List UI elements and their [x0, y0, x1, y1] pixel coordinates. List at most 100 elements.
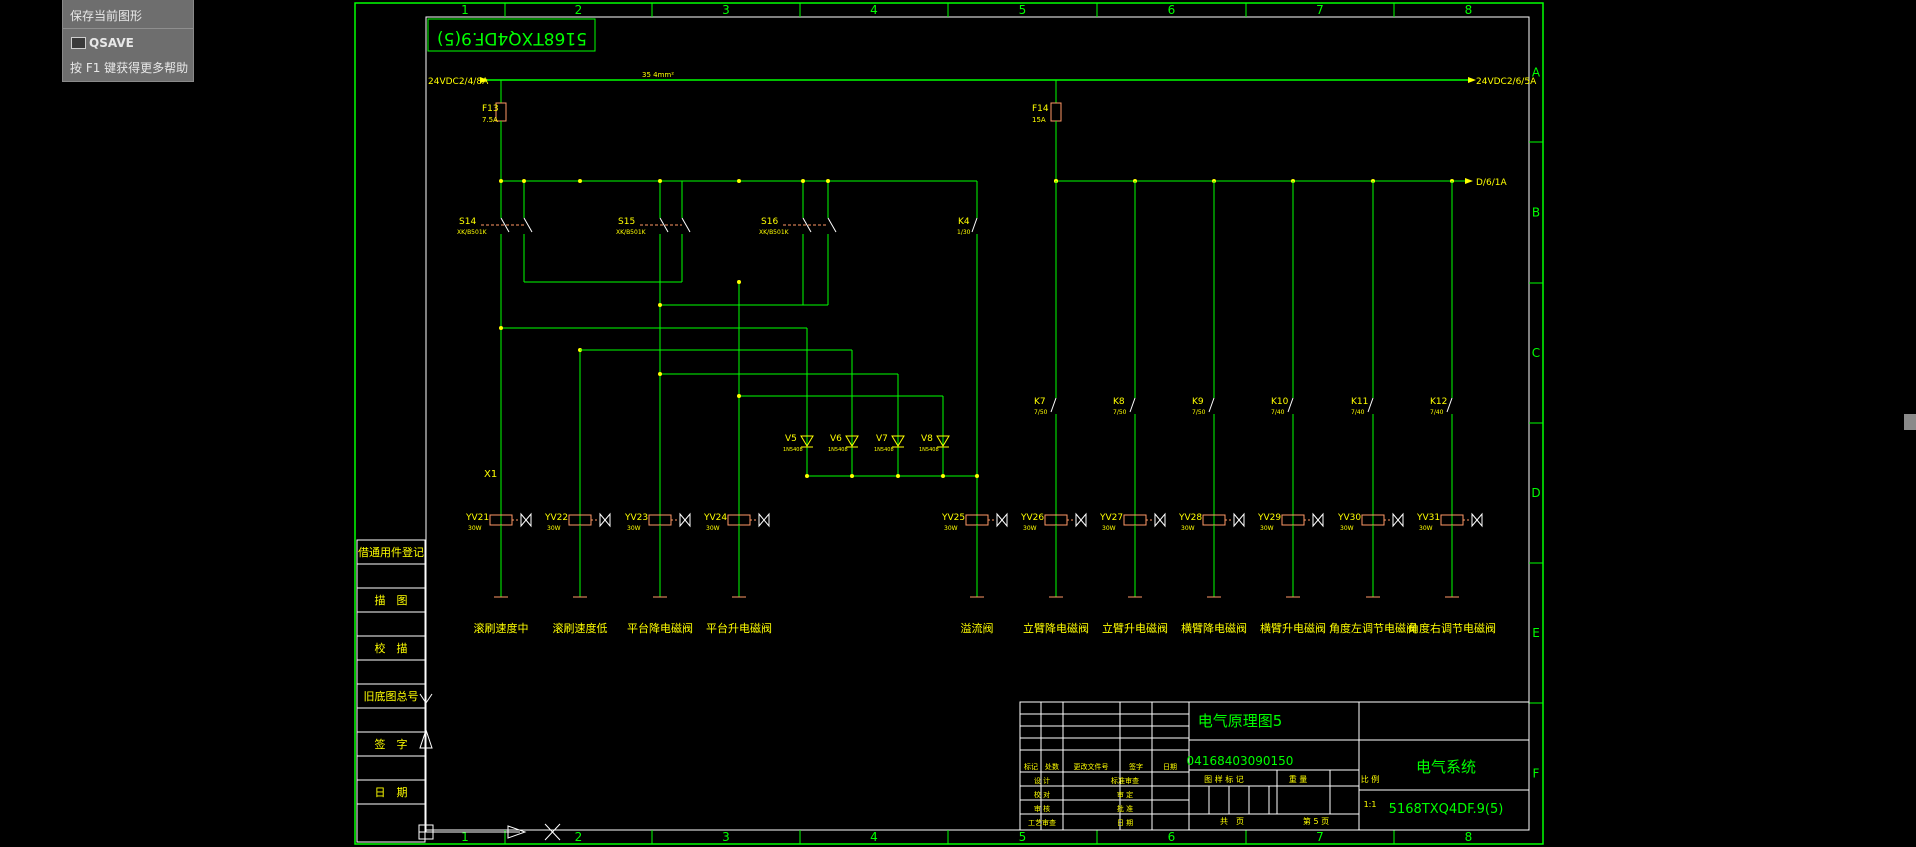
junction [975, 474, 979, 478]
relay-code: 7/40 [1430, 409, 1444, 416]
diode-code: 1N5408 [874, 447, 894, 453]
title-block-header: 更改文件号 [1074, 762, 1109, 771]
valve-icon [1312, 512, 1324, 528]
ucs-icon [418, 693, 561, 841]
relay-contact [1367, 397, 1374, 413]
svg-text:15A: 15A [1032, 116, 1046, 124]
title-block: 电气原理图5 04168403090150 电气系统 5168TXQ4DF.9(… [1019, 701, 1530, 831]
junction [658, 303, 662, 307]
title-block-role: 标准审查 [1111, 776, 1139, 785]
junction [499, 326, 503, 330]
valve-icon [1233, 512, 1245, 528]
relay-contact [1129, 397, 1136, 413]
junction [499, 179, 503, 183]
switch-contact [523, 217, 533, 233]
title-stamp: 5168TXQ4DF.9(5) [437, 28, 587, 48]
title-block-role: 审 核 [1034, 804, 1050, 813]
junction [658, 372, 662, 376]
ratio-label: 比 例 [1361, 774, 1380, 784]
bus-right-label: 24VDC2/6/5A [1476, 77, 1537, 87]
svg-text:7.5A: 7.5A [482, 116, 498, 124]
valve-label: YV21 [465, 513, 489, 523]
terminal-x1-label: X1 [484, 469, 497, 480]
stage-label: 图 样 标 记 [1204, 774, 1244, 784]
relay-contact [1050, 397, 1057, 413]
valve-description: 平台降电磁阀 [627, 621, 693, 635]
diode-code: 1N5408 [919, 447, 939, 453]
relay-code: 7/40 [1271, 409, 1285, 416]
valve-label: YV30 [1337, 513, 1361, 523]
junction [658, 179, 662, 183]
row-letter: C [1532, 346, 1540, 360]
row-letter: D [1531, 486, 1540, 500]
svg-text:K4: K4 [958, 217, 970, 227]
valve-power: 30W [1181, 525, 1195, 532]
relay-contact [1208, 397, 1215, 413]
title-block-header: 处数 [1045, 762, 1059, 771]
valve-label: YV28 [1178, 513, 1202, 523]
switch-contact [681, 217, 691, 233]
valve-power: 30W [1260, 525, 1274, 532]
left-panel-label: 描 图 [375, 593, 408, 607]
diode-label: V6 [830, 434, 842, 444]
valve-power: 30W [627, 525, 641, 532]
valve-icon [1392, 512, 1404, 528]
valve-description: 角度右调节电磁阀 [1408, 621, 1496, 635]
column-number-top: 6 [1168, 3, 1176, 17]
valve-description: 角度左调节电磁阀 [1329, 621, 1417, 635]
diode-code: 1N5408 [828, 447, 848, 453]
junction [737, 179, 741, 183]
relay-k4: K4 1/30 [957, 181, 978, 476]
fuse-f13: F13 7.5A [482, 80, 507, 181]
column-number-bottom: 8 [1465, 830, 1473, 844]
column-number-top: 3 [722, 3, 730, 17]
title-block-role: 审 定 [1117, 790, 1133, 799]
relay-label: K11 [1351, 397, 1368, 407]
valve-icon [1471, 512, 1483, 528]
title-block-header: 日期 [1163, 763, 1177, 771]
diode-label: V7 [876, 434, 888, 444]
svg-text:F13: F13 [482, 104, 499, 114]
relay-label: K9 [1192, 397, 1204, 407]
column-number-top: 1 [461, 3, 469, 17]
scale-value: 1:1 [1364, 800, 1377, 809]
diode-code: 1N5408 [783, 447, 803, 453]
valve-power: 30W [547, 525, 561, 532]
column-number-bottom: 2 [575, 830, 583, 844]
switch-label: S16 [761, 217, 778, 227]
left-panel-label: 日 期 [375, 786, 408, 799]
column-number-bottom: 6 [1168, 830, 1176, 844]
relay-code: 7/50 [1192, 409, 1206, 416]
bus-left-label: 24VDC2/4/8A [428, 77, 489, 87]
left-panel-label: 签 字 [375, 737, 408, 751]
column-number-top: 2 [575, 3, 583, 17]
valve-label: YV27 [1099, 513, 1123, 523]
junction [850, 474, 854, 478]
valve-icon [1154, 512, 1166, 528]
junction [896, 474, 900, 478]
valve-description: 立臂降电磁阀 [1023, 621, 1089, 635]
valve-power: 30W [1419, 525, 1433, 532]
valve-power: 30W [1102, 525, 1116, 532]
relay-contact [1287, 397, 1294, 413]
title-block-header: 标记 [1024, 762, 1038, 771]
relay-label: K8 [1113, 397, 1125, 407]
switch-code: XK/B501K [457, 229, 488, 236]
interlock-wiring [499, 179, 1058, 597]
right-bus-label: D/6/1A [1476, 178, 1507, 188]
relay-label: K7 [1034, 397, 1046, 407]
valve-icon [599, 512, 611, 528]
column-number-bottom: 7 [1316, 830, 1324, 844]
column-number-bottom: 4 [870, 830, 878, 844]
valve-description: 滚刷速度中 [474, 621, 529, 635]
valve-description: 横臂升电磁阀 [1260, 621, 1326, 635]
valve-icon [520, 512, 532, 528]
vertical-scrollbar-thumb[interactable] [1904, 414, 1916, 430]
valve-label: YV22 [544, 513, 568, 523]
junction [737, 280, 741, 284]
row-letter: B [1532, 206, 1540, 220]
valve-description: 滚刷速度低 [553, 621, 608, 635]
